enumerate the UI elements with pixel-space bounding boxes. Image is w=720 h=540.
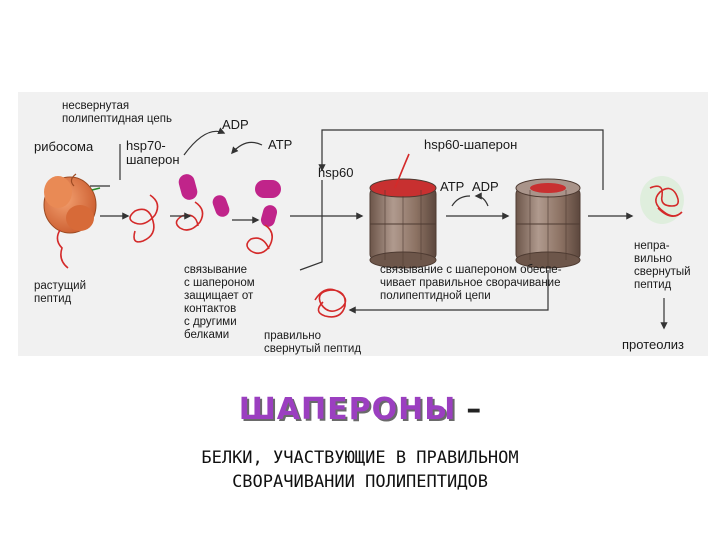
hsp70-complex-peptide-graphic	[246, 224, 273, 255]
misfolded-peptide-graphic	[640, 176, 684, 224]
label-atp-mid: ATP	[440, 179, 465, 194]
chaperone-diagram	[18, 92, 708, 356]
subtitle-line-1: БЕЛКИ, УЧАСТВУЮЩИЕ В ПРАВИЛЬНОМ	[201, 448, 519, 468]
label-adp-mid: ADP	[472, 179, 499, 194]
title-dash: –	[466, 392, 482, 427]
label-proteolysis: протеолиз	[622, 337, 685, 352]
page-title: ШАПЕРОНЫ	[238, 392, 457, 427]
label-correct-folded: правильно свернутый пептид	[264, 330, 362, 355]
label-unfolded-chain: несвернутая полипептидная цепь	[62, 100, 172, 125]
hsp60-barrel-1	[369, 153, 437, 269]
folded-peptide-graphic	[314, 288, 347, 318]
flow-arrows	[90, 127, 668, 330]
label-ribosome: рибосома	[34, 139, 94, 154]
label-atp-top: ATP	[268, 137, 293, 152]
label-hsp60-chaperone: hsp60-шаперон	[424, 137, 518, 152]
hsp70-chaperone-graphic	[178, 174, 230, 217]
ribosome-graphic	[43, 173, 101, 269]
diagram-background	[18, 92, 708, 356]
hsp70-complex-graphic	[255, 180, 281, 227]
label-hsp70: hsp70- шаперон	[126, 138, 180, 167]
label-hsp60-small: hsp60	[318, 165, 354, 180]
label-growing-peptide: растущий пептид	[34, 280, 86, 305]
label-binding-protects: связывание с шапероном защищает от конта…	[184, 264, 255, 341]
label-misfolded: непра- вильно свернутый пептид	[634, 240, 691, 291]
page-subtitle: БЕЛКИ, УЧАСТВУЮЩИЕ В ПРАВИЛЬНОМ СВОРАЧИВ…	[0, 446, 720, 494]
hsp60-barrel-2	[515, 178, 581, 269]
unfolded-peptide-graphic	[129, 194, 159, 243]
label-binding-ensures: связывание с шапероном обеспе- чивает пр…	[380, 264, 562, 302]
subtitle-line-2: СВОРАЧИВАНИИ ПОЛИПЕПТИДОВ	[232, 472, 488, 492]
label-adp-top: ADP	[222, 117, 249, 132]
title-row: ШАПЕРОНЫ–	[0, 392, 720, 427]
